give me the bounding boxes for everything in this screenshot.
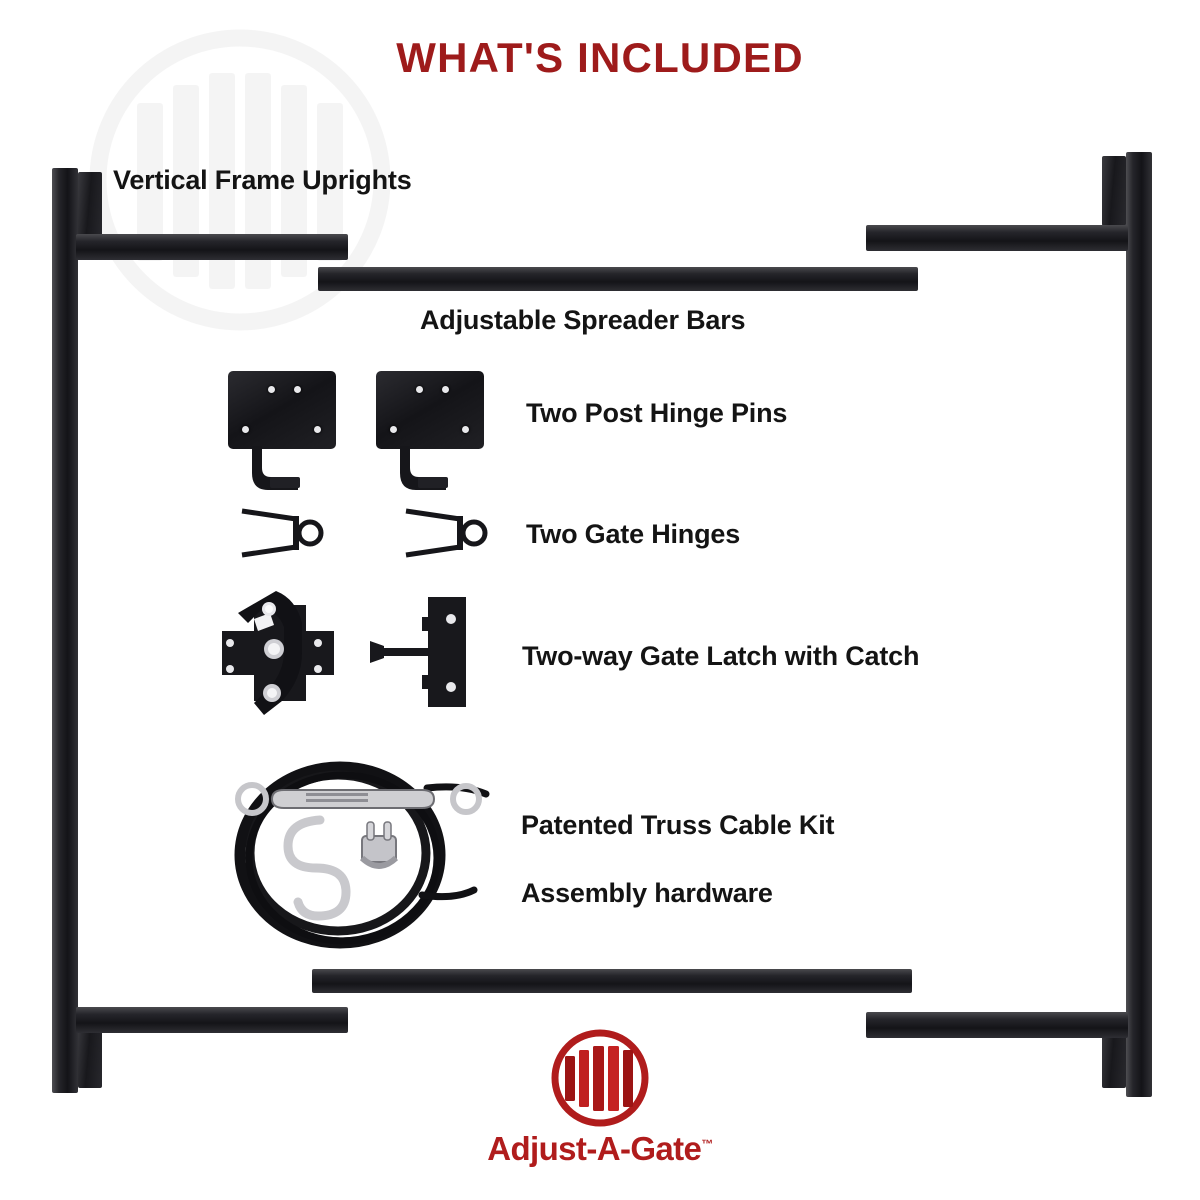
spreader-bar-upper-middle xyxy=(318,267,918,291)
spreader-bar-lower-right xyxy=(866,1012,1128,1038)
label-adjustable-spreader-bars: Adjustable Spreader Bars xyxy=(420,305,746,335)
label-assembly-hardware: Assembly hardware xyxy=(521,878,773,908)
post-hinge-pin-plate-right xyxy=(376,371,484,449)
trademark-symbol: ™ xyxy=(701,1137,713,1151)
spreader-bar-upper-right xyxy=(866,225,1128,251)
left-vertical-upright xyxy=(52,168,78,1093)
gate-latch-body xyxy=(214,583,344,723)
page-title: WHAT'S INCLUDED xyxy=(396,34,804,81)
brand-wordmark-text: Adjust-A-Gate xyxy=(487,1130,702,1167)
gate-latch-catch xyxy=(366,593,481,716)
label-two-way-gate-latch: Two-way Gate Latch with Catch xyxy=(522,641,920,671)
spreader-bar-lower-left xyxy=(76,1007,348,1033)
truss-cable-kit xyxy=(222,750,522,955)
brand-wordmark: Adjust-A-Gate™ xyxy=(487,1130,713,1168)
label-patented-truss-cable-kit: Patented Truss Cable Kit xyxy=(521,810,835,840)
right-upright-top-bracket xyxy=(1102,156,1126,226)
gate-hinge-right xyxy=(404,505,496,566)
adjust-a-gate-mark-icon xyxy=(551,1029,649,1127)
post-hinge-pin-hook-left xyxy=(248,446,314,503)
right-vertical-upright xyxy=(1126,152,1152,1097)
gate-hinge-left xyxy=(240,505,332,566)
label-vertical-frame-uprights: Vertical Frame Uprights xyxy=(113,165,412,195)
post-hinge-pin-hook-right xyxy=(396,446,462,503)
label-two-gate-hinges: Two Gate Hinges xyxy=(526,519,741,549)
label-two-post-hinge-pins: Two Post Hinge Pins xyxy=(526,398,788,428)
spreader-bar-lower-middle xyxy=(312,969,912,993)
brand-logo: Adjust-A-Gate™ xyxy=(487,1026,713,1176)
post-hinge-pin-plate-left xyxy=(228,371,336,449)
spreader-bar-upper-left xyxy=(76,234,348,260)
